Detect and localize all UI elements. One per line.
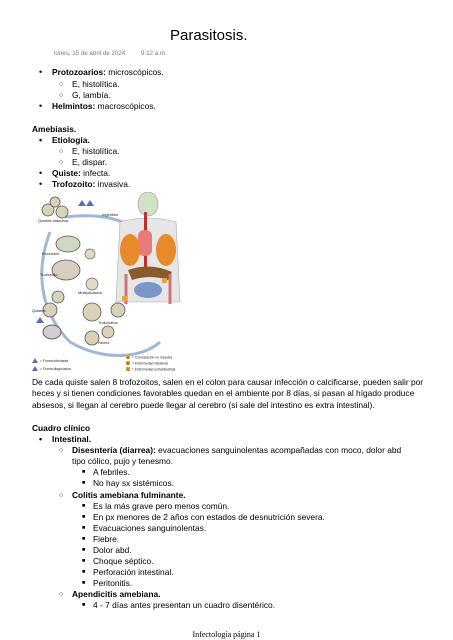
- legend-letter-b: B: [127, 362, 129, 366]
- term-desc: invasiva.: [95, 179, 131, 189]
- page-time: 9:12 a.m.: [140, 50, 167, 57]
- list-item: Choque séptico.: [82, 556, 153, 567]
- section-heading: Cuadro clínico: [32, 423, 91, 433]
- label-ingestion: Ingestión: [102, 212, 118, 217]
- list-item: Protozoarios: microscópicos.: [39, 67, 164, 78]
- list-item: Quiste: infecta.: [39, 168, 111, 179]
- page-title: Parasitosis.: [170, 27, 248, 44]
- list-item: Apendicitis amebiana.: [59, 589, 161, 600]
- legend-letter-a: A: [127, 356, 129, 360]
- term-bold: Trofozoito:: [52, 179, 96, 189]
- list-item: E, histolítica.: [59, 79, 120, 90]
- term-desc: macroscópicos.: [95, 101, 156, 111]
- list-item: A febriles.: [82, 467, 130, 478]
- paragraph-text: De cada quiste salen 8 trofozoitos, sale…: [32, 377, 424, 410]
- list-item: Disesntería (diarrea): evacuaciones sang…: [59, 445, 402, 456]
- legend-left-2: = Forma diagnóstica: [40, 367, 71, 371]
- list-item-continued: tipo cólico, pujo y tenesmo.: [72, 456, 174, 466]
- list-item: Fiebre.: [82, 534, 119, 545]
- page-date: lunes, 15 de abril de 2024: [54, 50, 126, 57]
- term-bold: Quiste:: [52, 168, 81, 178]
- label-exclusion: Exclusión: [42, 251, 59, 256]
- list-item: 4 - 7 días antes presentan un cuadro dis…: [82, 600, 275, 611]
- list-item: Peritonitis.: [82, 578, 132, 589]
- list-item: Helmintos: macroscópicos.: [39, 101, 156, 112]
- list-item: Trofozoito: invasiva.: [39, 179, 131, 190]
- legend-right-2: = Enfermedad intestinal: [132, 362, 168, 366]
- figure-labels: Quistes maduros Ingestión Exclusión Trof…: [32, 212, 118, 345]
- list-item: Dolor abd.: [82, 545, 132, 556]
- term-desc: evacuaciones sanguinolentas acompañadas …: [155, 445, 402, 455]
- list-item: Es la más grave pero menos común.: [82, 501, 229, 512]
- section-heading: Amebiasis.: [32, 124, 77, 134]
- term-desc: infecta.: [80, 168, 111, 178]
- human-body-figure: [115, 192, 181, 304]
- label-quistes-maduros: Quistes maduros: [38, 218, 68, 223]
- label-quistes: Quistes: [32, 308, 46, 313]
- list-item: G, lambía.: [59, 90, 111, 101]
- term-bold: Protozoarios:: [52, 67, 106, 77]
- page-meta: lunes, 15 de abril de 2024 9:12 a.m.: [54, 50, 167, 57]
- label-multiplicacion: Multiplicación: [78, 290, 102, 295]
- mature-cysts: [41, 196, 69, 219]
- list-item: En px menores de 2 años con estados de d…: [82, 512, 325, 523]
- list-item: E, histolítica.: [59, 146, 120, 157]
- list-item: Evacuaciones sanguinolentas.: [82, 523, 206, 534]
- list-item: No hay sx sistémicos.: [82, 478, 174, 489]
- list-item: Etiología.: [39, 135, 90, 146]
- term-bold: Helmintos:: [52, 101, 96, 111]
- label-heces: Heces: [98, 340, 109, 345]
- page-footer: Infectología página 1: [192, 630, 261, 639]
- label-trofozoitos: Trofozoitos: [98, 320, 118, 325]
- figure-legend: = Forma infectante = Forma diagnóstica A…: [32, 355, 176, 372]
- list-item: Perforación intestinal.: [82, 567, 173, 578]
- legend-left-1: = Forma infectante: [40, 359, 68, 363]
- list-item: Intestinal.: [39, 434, 91, 445]
- list-item: Colitis amebiana fulminante.: [59, 490, 186, 501]
- term-desc: microscópicos.: [105, 67, 164, 77]
- list-item: E, dispar.: [59, 157, 107, 168]
- term-bold: Disesntería (diarrea):: [72, 445, 156, 455]
- legend-letter-c: C: [127, 368, 130, 372]
- legend-right-1: = Colonización no invasiva: [132, 356, 172, 360]
- amebiasis-lifecycle-figure: Quistes maduros Ingestión Exclusión Trof…: [30, 192, 200, 376]
- label-trofozoito: Trofozoito: [40, 272, 58, 277]
- legend-right-3: = Enfermedad extraintestinal: [132, 368, 176, 372]
